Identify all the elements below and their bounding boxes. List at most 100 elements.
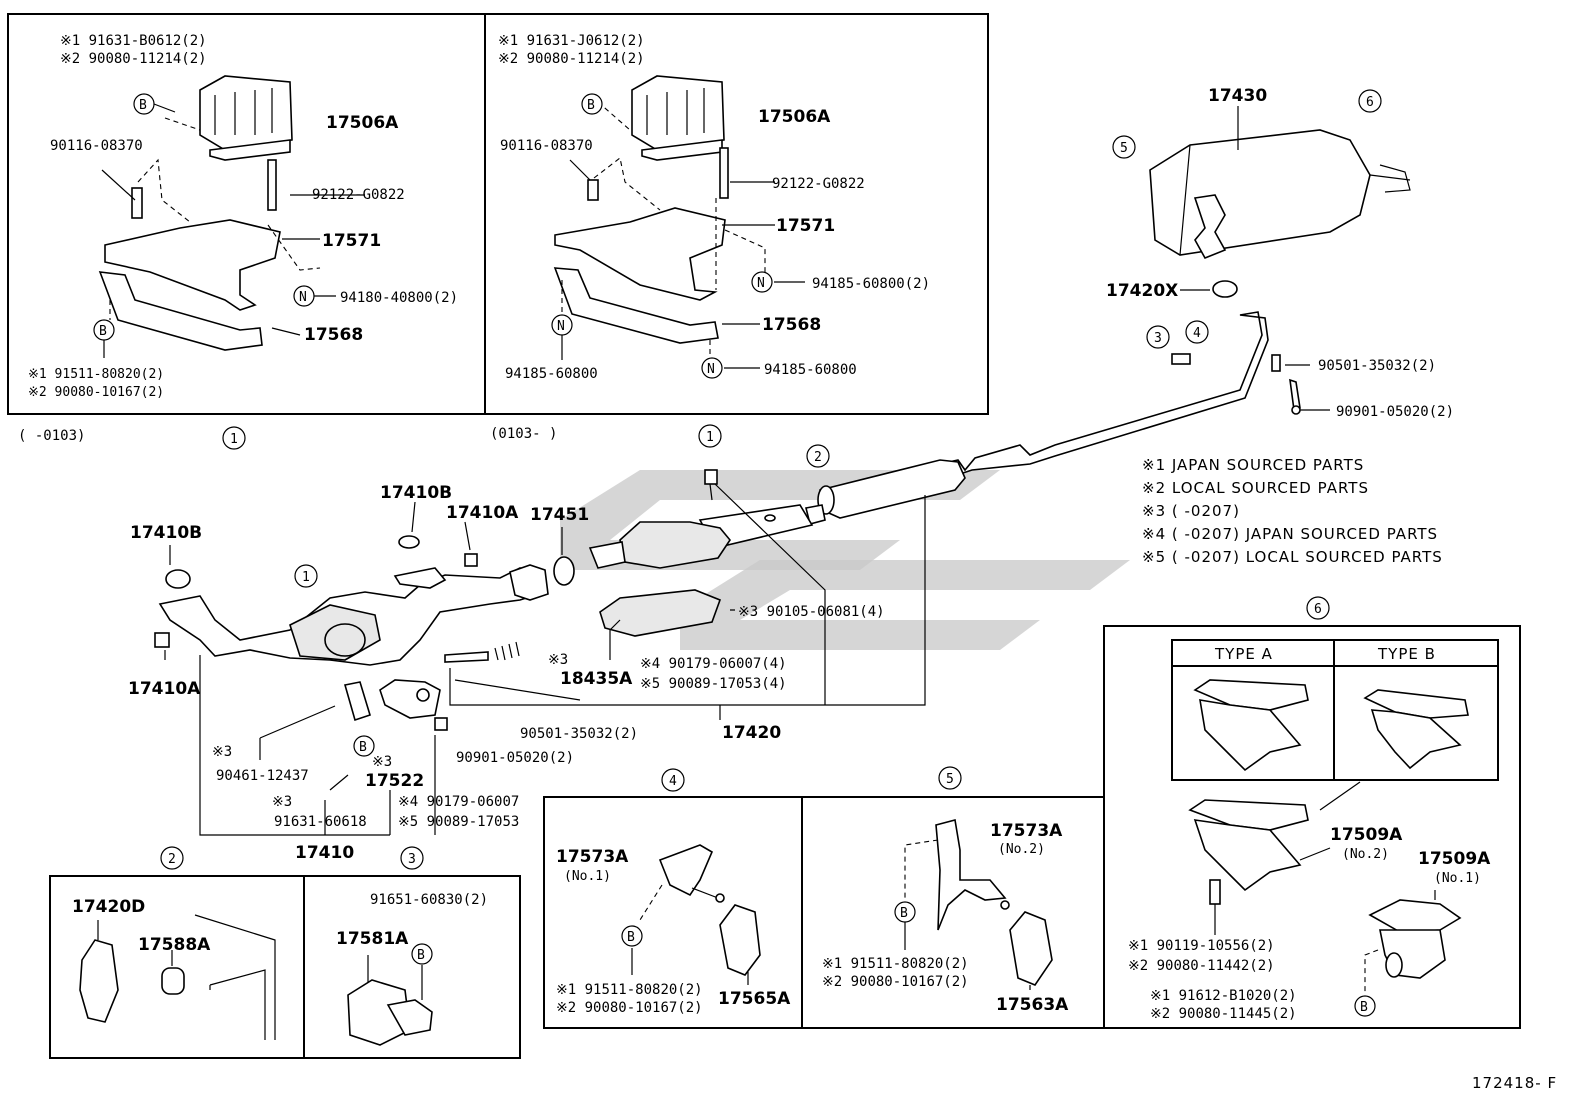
b-circle-box5: B bbox=[900, 906, 908, 921]
part-17573a-no2: 17573A bbox=[990, 821, 1063, 841]
heat-insulator-frame bbox=[7, 13, 989, 415]
panel-a-17571: 17571 bbox=[322, 231, 381, 251]
date-range-right: (0103- ) bbox=[490, 426, 557, 442]
b-circle-main: B bbox=[359, 740, 367, 755]
part-17420: 17420 bbox=[722, 723, 781, 743]
panel-a-ref2: ※2 90080-11214(2) bbox=[60, 51, 207, 67]
b-circle-2: B bbox=[99, 324, 107, 339]
part-17573a-no1-sub: (No.1) bbox=[564, 869, 611, 884]
b-circle-box3: B bbox=[417, 948, 425, 963]
circle-five-main: 5 bbox=[1120, 141, 1128, 156]
date-range-left: ( -0103) bbox=[18, 428, 85, 444]
part-90501b: 90501-35032(2) bbox=[520, 726, 638, 742]
part-17509a-no1: 17509A bbox=[1418, 849, 1491, 869]
panel-a-17506a: 17506A bbox=[326, 113, 399, 133]
legend: ※1 JAPAN SOURCED PARTS ※2 LOCAL SOURCED … bbox=[1142, 456, 1443, 566]
part-90501a: 90501-35032(2) bbox=[1318, 358, 1436, 374]
panel-a-90116: 90116-08370 bbox=[50, 138, 143, 154]
part-17420x: 17420X bbox=[1106, 281, 1178, 301]
part-91651: 91651-60830(2) bbox=[370, 892, 488, 908]
part-91631: 91631-60618 bbox=[274, 814, 367, 830]
panel-a-labels: ※1 91631-B0612(2) ※2 90080-11214(2) 1750… bbox=[28, 33, 458, 400]
panel-b-ref1: ※1 91631-J0612(2) bbox=[498, 33, 645, 49]
part-90089a: ※5 90089-17053(4) bbox=[640, 676, 787, 692]
part-17410: 17410 bbox=[295, 843, 354, 863]
main-exhaust-drawing bbox=[154, 106, 1411, 836]
part-17451: 17451 bbox=[530, 505, 589, 525]
part-17573a-no1: 17573A bbox=[556, 847, 629, 867]
panel-b-17568: 17568 bbox=[762, 315, 821, 335]
note-17522: ※3 bbox=[372, 754, 392, 770]
panel-a-17568: 17568 bbox=[304, 325, 363, 345]
part-90105: ※3 90105-06081(4) bbox=[738, 604, 885, 620]
part-17563a: 17563A bbox=[996, 995, 1069, 1015]
circle-two-box bbox=[160, 846, 184, 870]
circle-one-a-label: 1 bbox=[230, 432, 238, 447]
type-a-header: TYPE A bbox=[1214, 645, 1273, 663]
circle-six-box: 6 bbox=[1314, 602, 1322, 617]
circle-three-main: 3 bbox=[1154, 331, 1162, 346]
note-18435a: ※3 bbox=[548, 652, 568, 668]
legend-5: ※5 ( -0207) LOCAL SOURCED PARTS bbox=[1142, 548, 1443, 566]
circle-one-b-label: 1 bbox=[706, 430, 714, 445]
box6-ref1: ※1 90119-10556(2) bbox=[1128, 938, 1275, 954]
main-labels: 17430 5 6 17420X 3 4 90501-35032(2) 9090… bbox=[128, 86, 1454, 863]
part-17573a-no2-sub: (No.2) bbox=[998, 842, 1045, 857]
box-2-3-frame bbox=[49, 875, 521, 1059]
part-90901a: 90901-05020(2) bbox=[1336, 404, 1454, 420]
part-17410b-top: 17410B bbox=[380, 483, 452, 503]
panel-b-90116: 90116-08370 bbox=[500, 138, 593, 154]
part-17588a: 17588A bbox=[138, 935, 211, 955]
circle-two-main: 2 bbox=[814, 450, 822, 465]
box6-ref4: ※2 90080-11445(2) bbox=[1150, 1006, 1297, 1022]
part-17522: 17522 bbox=[365, 771, 424, 791]
part-17581a: 17581A bbox=[336, 929, 409, 949]
box5-ref1: ※1 91511-80820(2) bbox=[822, 956, 969, 972]
panel-a-92122: 92122-G0822 bbox=[312, 187, 405, 203]
circle-one-main: 1 bbox=[302, 570, 310, 585]
panel-a-ref3: ※1 91511-80820(2) bbox=[28, 367, 164, 382]
box-6-drawing bbox=[1188, 679, 1469, 995]
panel-b-94185c: 94185-60800 bbox=[764, 362, 857, 378]
b-circle-box6: B bbox=[1360, 1000, 1368, 1015]
legend-2: ※2 LOCAL SOURCED PARTS bbox=[1142, 479, 1369, 497]
panel-b-labels: ※1 91631-J0612(2) ※2 90080-11214(2) 1750… bbox=[498, 33, 930, 382]
circle-five-box: 5 bbox=[946, 772, 954, 787]
panel-b-94185a: 94185-60800(2) bbox=[812, 276, 930, 292]
b-circle-1: B bbox=[139, 98, 147, 113]
n-circle-4: N bbox=[707, 362, 715, 377]
note-91631: ※3 bbox=[272, 794, 292, 810]
circle-six-main: 6 bbox=[1366, 95, 1374, 110]
part-17410a-left: 17410A bbox=[128, 679, 201, 699]
box-2-drawing bbox=[79, 914, 276, 1040]
legend-1: ※1 JAPAN SOURCED PARTS bbox=[1142, 456, 1364, 474]
type-b-header: TYPE B bbox=[1377, 645, 1436, 663]
circle-one-a bbox=[222, 426, 246, 450]
part-17410a-top: 17410A bbox=[446, 503, 519, 523]
panel-a-ref4: ※2 90080-10167(2) bbox=[28, 385, 164, 400]
box5-ref2: ※2 90080-10167(2) bbox=[822, 974, 969, 990]
box-6-frame bbox=[1103, 625, 1521, 1029]
part-17410b-left: 17410B bbox=[130, 523, 202, 543]
note-90461: ※3 bbox=[212, 744, 232, 760]
b-circle-box4: B bbox=[627, 930, 635, 945]
box-5-drawing bbox=[904, 819, 1053, 990]
circle-one-b bbox=[698, 424, 722, 448]
panel-b-92122: 92122-G0822 bbox=[772, 176, 865, 192]
box4-ref2: ※2 90080-10167(2) bbox=[556, 1000, 703, 1016]
part-18435a: 18435A bbox=[560, 669, 633, 689]
part-90461: 90461-12437 bbox=[216, 768, 309, 784]
box4-ref1: ※1 91511-80820(2) bbox=[556, 982, 703, 998]
box6-ref3: ※1 91612-B1020(2) bbox=[1150, 988, 1297, 1004]
part-17565a: 17565A bbox=[718, 989, 791, 1009]
panel-a-drawing bbox=[98, 75, 365, 351]
circle-three-box-label: 3 bbox=[408, 852, 416, 867]
n-circle-2: N bbox=[757, 276, 765, 291]
panel-b-17571: 17571 bbox=[776, 216, 835, 236]
panel-b-94185b: 94185-60800 bbox=[505, 366, 598, 382]
box-4-drawing bbox=[631, 844, 761, 985]
panel-a-94180: 94180-40800(2) bbox=[340, 290, 458, 306]
circle-three-box bbox=[400, 846, 424, 870]
